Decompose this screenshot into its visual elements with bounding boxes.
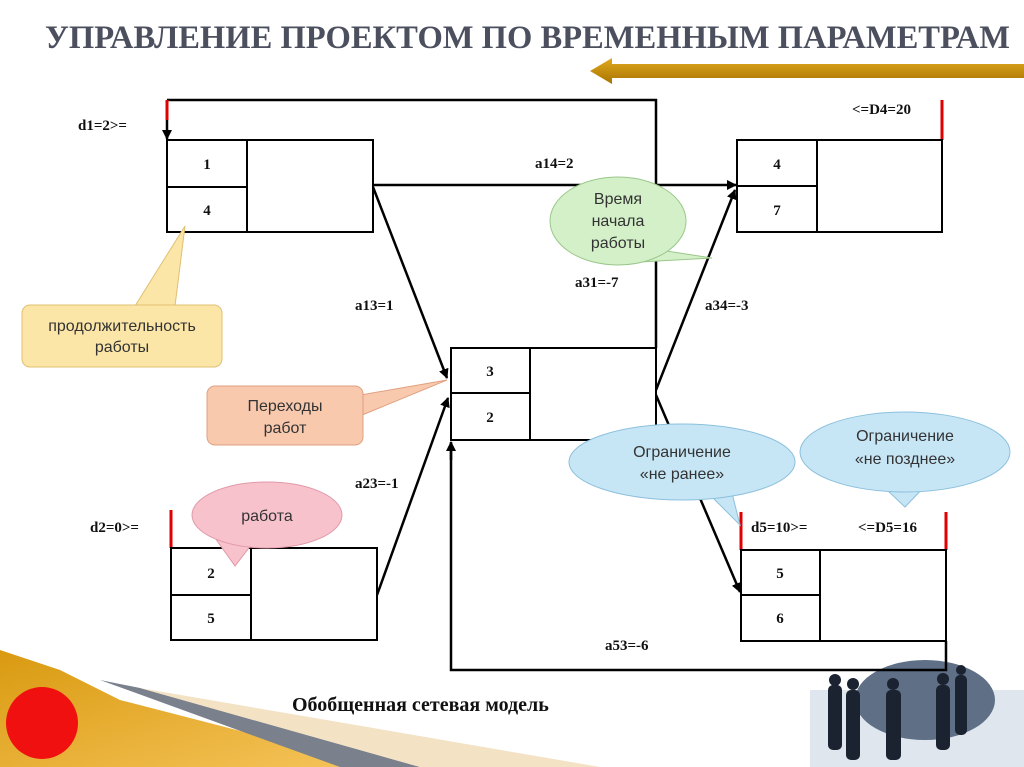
svg-text:«не позднее»: «не позднее» bbox=[855, 451, 955, 468]
label-a31: a31=-7 bbox=[575, 275, 619, 291]
node-5 bbox=[740, 549, 947, 642]
svg-text:работа: работа bbox=[241, 508, 293, 525]
arc-a23 bbox=[375, 397, 450, 596]
label-a13: a13=1 bbox=[355, 298, 394, 314]
label-D5: <=D5=16 bbox=[858, 520, 917, 536]
label-a53: a53=-6 bbox=[605, 638, 649, 654]
svg-text:Ограничение: Ограничение bbox=[856, 428, 954, 445]
diagram-caption: Обобщенная сетевая модель bbox=[292, 694, 549, 716]
label-d1: d1=2>= bbox=[78, 118, 127, 134]
node-3-id: 3 bbox=[486, 364, 494, 380]
node-2-id: 2 bbox=[207, 566, 215, 582]
constraint-marks bbox=[165, 100, 948, 550]
callout-transitions: Переходы работ bbox=[206, 379, 448, 446]
arc-a31 bbox=[167, 98, 658, 348]
svg-text:Время: Время bbox=[594, 191, 642, 208]
svg-text:работ: работ bbox=[264, 420, 308, 437]
node-2-duration: 5 bbox=[207, 611, 215, 627]
node-2 bbox=[170, 547, 378, 641]
node-1-duration: 4 bbox=[203, 203, 211, 219]
corner-decoration bbox=[0, 650, 600, 767]
red-circle-icon bbox=[6, 687, 78, 759]
label-d5: d5=10>= bbox=[751, 520, 807, 536]
label-a14: a14=2 bbox=[535, 156, 574, 172]
callout-duration: продолжительность работы bbox=[21, 225, 223, 368]
slide-title: УПРАВЛЕНИЕ ПРОЕКТОМ ПО ВРЕМЕННЫМ ПАРАМЕТ… bbox=[45, 20, 1010, 56]
label-d2: d2=0>= bbox=[90, 520, 139, 536]
svg-text:Переходы: Переходы bbox=[247, 398, 322, 415]
arc-a53 bbox=[449, 443, 948, 672]
svg-text:работы: работы bbox=[95, 339, 149, 356]
callout-not-earlier: Ограничение «не ранее» bbox=[568, 423, 796, 527]
svg-text:работы: работы bbox=[591, 235, 645, 252]
node-4 bbox=[736, 139, 943, 233]
label-a34: a34=-3 bbox=[705, 298, 749, 314]
node-5-id: 5 bbox=[776, 566, 784, 582]
node-1 bbox=[166, 139, 374, 233]
callout-not-later: Ограничение «не позднее» bbox=[799, 411, 1011, 508]
callout-work: работа bbox=[191, 481, 343, 567]
node-3 bbox=[450, 347, 657, 441]
gold-arrow-icon bbox=[590, 58, 1024, 84]
svg-text:продолжительность: продолжительность bbox=[48, 318, 196, 335]
arc-a13 bbox=[371, 186, 449, 379]
node-4-id: 4 bbox=[773, 157, 781, 173]
node-1-id: 1 bbox=[203, 157, 211, 173]
node-5-duration: 6 bbox=[776, 611, 784, 627]
business-people-image bbox=[810, 660, 1024, 767]
arc-a34 bbox=[654, 189, 737, 391]
node-3-duration: 2 bbox=[486, 410, 494, 426]
svg-text:Ограничение: Ограничение bbox=[633, 444, 731, 461]
label-D4: <=D4=20 bbox=[852, 102, 911, 118]
svg-text:начала: начала bbox=[592, 213, 645, 230]
node-4-duration: 7 bbox=[773, 203, 781, 219]
callout-start-time: Время начала работы bbox=[549, 176, 713, 266]
svg-text:«не ранее»: «не ранее» bbox=[640, 466, 725, 483]
label-a23: a23=-1 bbox=[355, 476, 399, 492]
